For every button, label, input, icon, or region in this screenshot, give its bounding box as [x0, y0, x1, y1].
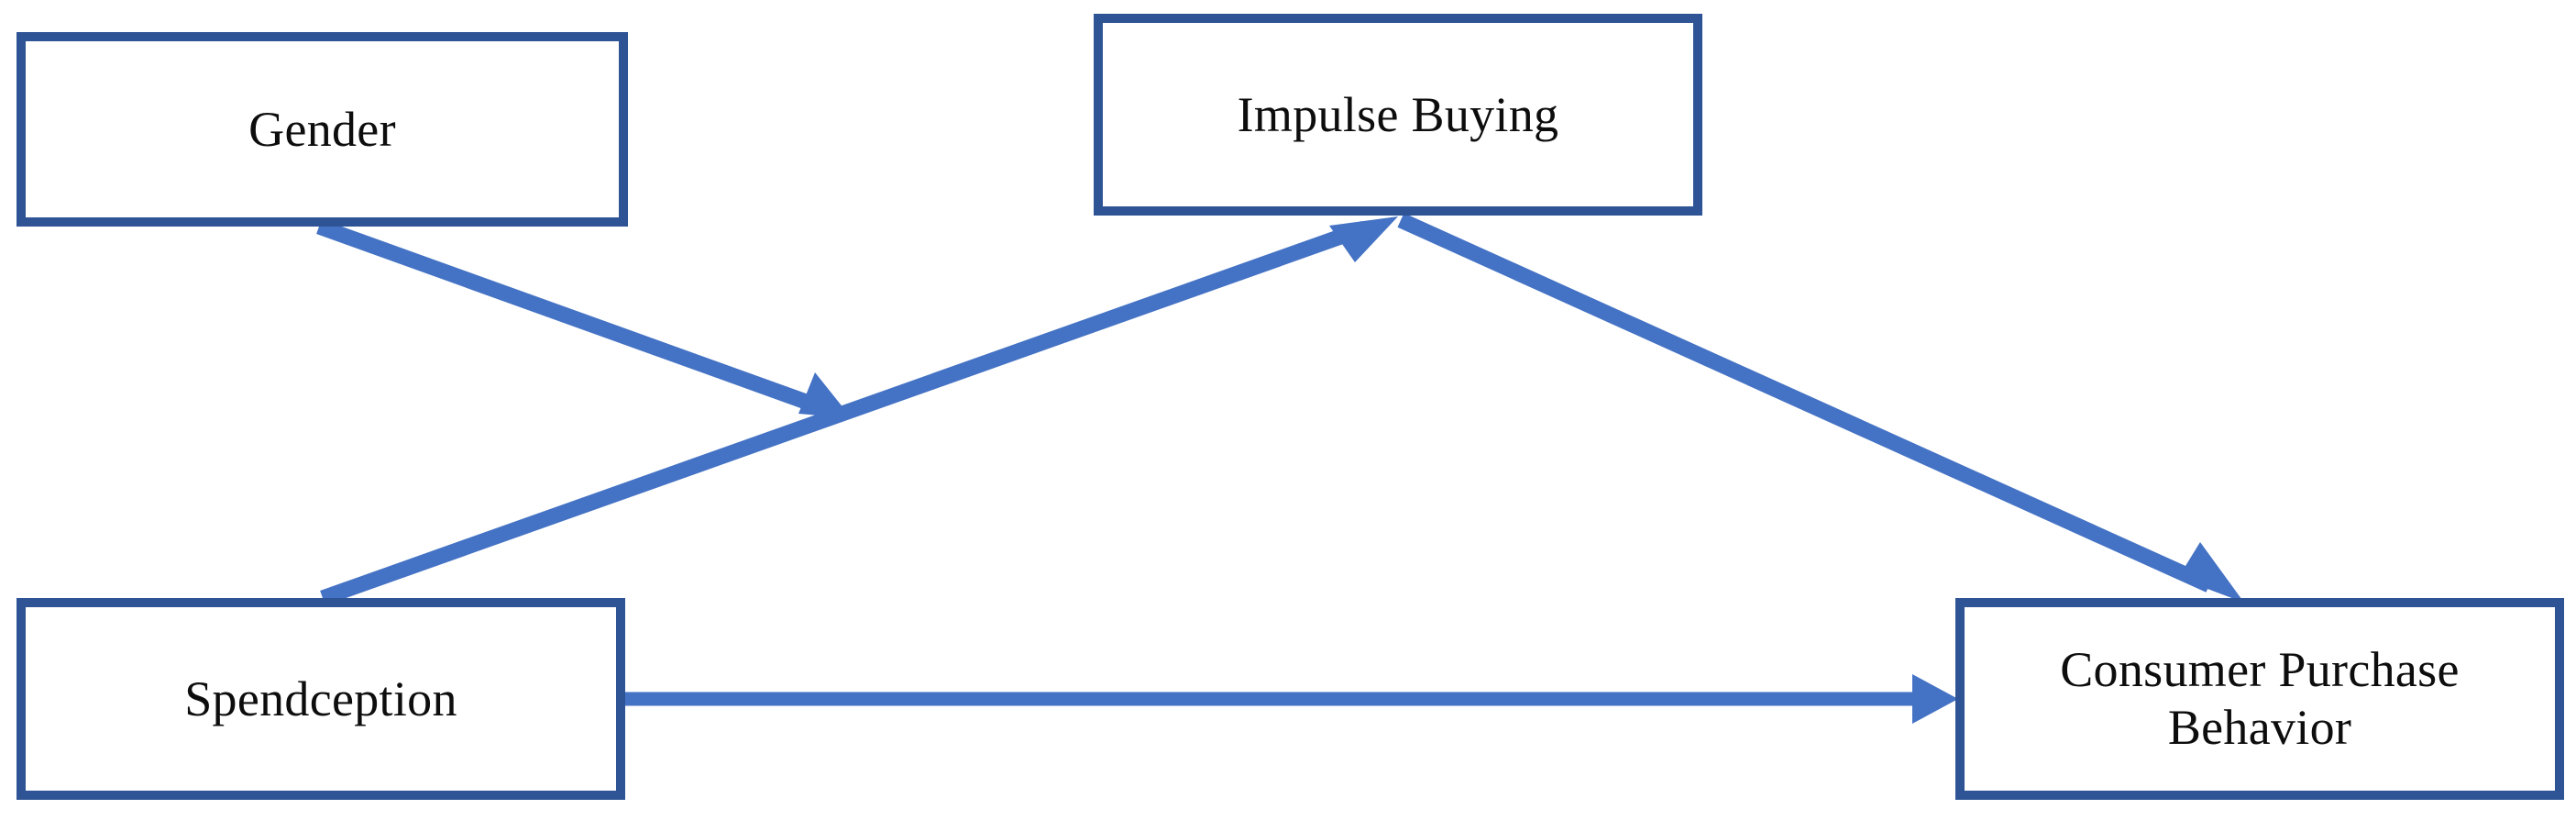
edge-impulse-buying-to-consumer-purchase-behavior: [1397, 213, 2244, 603]
node-gender[interactable]: Gender: [17, 32, 628, 227]
edge-line: [316, 219, 821, 414]
arrowhead-icon: [2178, 542, 2244, 603]
edge-gender-to-spendception-impulse-path: [316, 219, 852, 418]
node-spendception-label: Spendception: [184, 670, 457, 726]
node-spendception[interactable]: Spendception: [17, 598, 625, 800]
arrowhead-icon: [1329, 216, 1398, 262]
edge-spendception-to-impulse-buying: [320, 216, 1398, 606]
edge-spendception-to-consumer-purchase-behavior: [622, 674, 1958, 724]
arrowhead-icon: [798, 372, 852, 418]
arrowhead-icon: [1912, 674, 1958, 724]
node-consumer-purchase-behavior-label: Consumer Purchase Behavior: [2060, 642, 2460, 755]
node-gender-label: Gender: [248, 101, 396, 157]
node-impulse-buying-label: Impulse Buying: [1237, 86, 1559, 142]
node-impulse-buying[interactable]: Impulse Buying: [1094, 14, 1702, 216]
edge-line: [1397, 213, 2213, 593]
node-consumer-purchase-behavior[interactable]: Consumer Purchase Behavior: [1955, 598, 2564, 800]
